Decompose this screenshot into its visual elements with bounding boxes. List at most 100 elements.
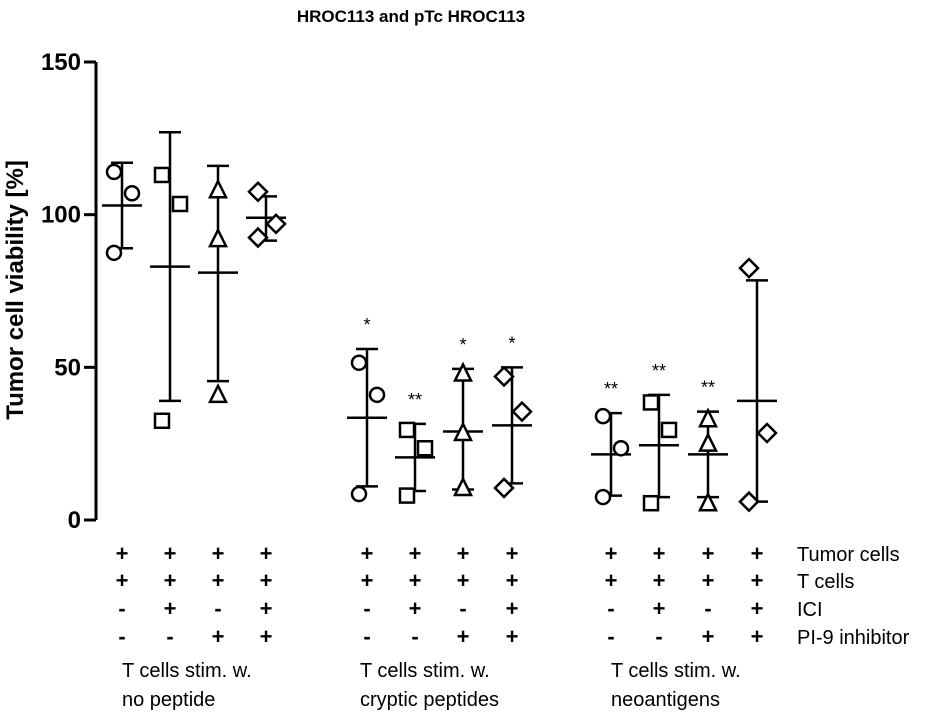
y-tick-label: 100 [41, 202, 81, 229]
condition-sign: + [506, 624, 519, 649]
data-point-circle [350, 485, 368, 503]
condition-sign: - [363, 624, 370, 649]
data-point-diamond [265, 213, 287, 235]
significance-label: ** [604, 379, 618, 399]
data-point-square [416, 439, 434, 457]
data-point-triangle [452, 361, 474, 382]
data-point-diamond [738, 490, 760, 513]
condition-10: ** [639, 361, 679, 512]
condition-sign: + [751, 596, 764, 621]
row-label: PI-9 inhibitor [797, 627, 910, 649]
data-point-square [398, 487, 416, 504]
data-point-circle [594, 407, 612, 425]
y-tick-label: 150 [41, 49, 81, 76]
significance-label: * [363, 315, 370, 335]
condition-sign: - [607, 596, 614, 621]
row-label: Tumor cells [797, 544, 900, 566]
condition-sign: + [164, 541, 177, 566]
condition-sign: + [751, 624, 764, 649]
group-label-line2: neoantigens [611, 689, 720, 711]
group-label-line2: no peptide [122, 689, 215, 711]
data-point-circle [105, 244, 123, 262]
condition-5: * [347, 315, 387, 503]
condition-sign: + [702, 624, 715, 649]
condition-sign: - [459, 596, 466, 621]
data-point-diamond [493, 477, 515, 499]
row-label: T cells [797, 571, 854, 593]
condition-sign: + [212, 568, 225, 593]
condition-sign: + [457, 541, 470, 566]
condition-sign: + [409, 596, 422, 621]
y-axis-label: Tumor cell viability [%] [2, 160, 29, 420]
data-point-diamond [738, 257, 760, 279]
data-point-triangle [697, 431, 719, 452]
condition-sign: + [361, 568, 374, 593]
condition-2 [150, 130, 190, 430]
data-point-square [171, 195, 189, 213]
data-point-triangle [697, 407, 719, 428]
condition-sign: + [164, 568, 177, 593]
group-label-line2: cryptic peptides [360, 689, 499, 711]
data-point-circle [368, 386, 386, 404]
data-point-triangle [452, 476, 474, 497]
condition-sign: + [164, 596, 177, 621]
group-label-line1: T cells stim. w. [122, 660, 252, 682]
data-point-square [153, 166, 171, 184]
condition-sign: + [457, 624, 470, 649]
condition-sign: + [212, 541, 225, 566]
data-point-diamond [493, 365, 515, 388]
significance-label: * [508, 333, 515, 353]
data-point-circle [105, 163, 123, 181]
condition-8: * [492, 333, 533, 499]
condition-sign: + [260, 568, 273, 593]
condition-sign: - [363, 596, 370, 621]
condition-sign: - [655, 624, 662, 649]
plot-area: *********** [102, 130, 778, 513]
condition-sign: + [605, 568, 618, 593]
condition-6: ** [395, 390, 435, 504]
data-point-diamond [511, 400, 533, 423]
condition-sign: + [116, 568, 129, 593]
significance-label: ** [701, 378, 715, 398]
condition-sign: + [506, 541, 519, 566]
group-label-line1: T cells stim. w. [611, 660, 741, 682]
data-point-diamond [756, 422, 778, 444]
data-point-triangle [207, 383, 229, 404]
significance-label: * [459, 335, 466, 355]
condition-3 [198, 164, 238, 404]
condition-1 [102, 161, 142, 262]
condition-sign: + [116, 541, 129, 566]
data-point-triangle [697, 491, 719, 512]
data-point-triangle [207, 178, 229, 199]
condition-sign: + [361, 541, 374, 566]
condition-sign: - [166, 624, 173, 649]
condition-sign: + [260, 624, 273, 649]
condition-sign: + [409, 541, 422, 566]
condition-sign: + [212, 624, 225, 649]
condition-4 [246, 180, 287, 249]
condition-sign: - [214, 596, 221, 621]
condition-sign: - [704, 596, 711, 621]
data-point-triangle [207, 227, 229, 248]
condition-sign: + [653, 596, 666, 621]
data-point-square [153, 412, 171, 430]
condition-sign: + [605, 541, 618, 566]
condition-9: ** [591, 379, 631, 506]
data-point-square [642, 494, 660, 512]
data-point-circle [123, 185, 141, 202]
data-point-circle [612, 439, 630, 457]
condition-sign: + [260, 541, 273, 566]
condition-12 [737, 257, 778, 513]
chart-title: HROC113 and pTc HROC113 [297, 7, 525, 26]
data-point-diamond [247, 226, 269, 249]
condition-sign: + [653, 541, 666, 566]
data-point-square [642, 394, 660, 411]
data-point-square [660, 421, 678, 439]
data-point-diamond [247, 180, 269, 203]
condition-sign: - [607, 624, 614, 649]
condition-sign: + [751, 568, 764, 593]
significance-label: ** [408, 390, 422, 410]
row-label: ICI [797, 599, 823, 621]
data-point-triangle [452, 421, 474, 442]
condition-sign: + [506, 568, 519, 593]
